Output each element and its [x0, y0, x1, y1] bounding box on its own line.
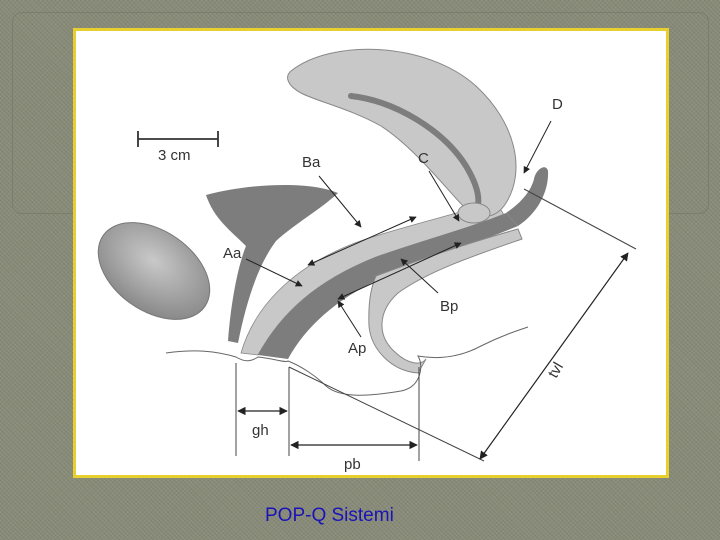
label-Ap: Ap — [348, 340, 366, 357]
label-Ba: Ba — [302, 154, 321, 171]
pointer-D — [523, 120, 552, 174]
pubic-bone — [97, 222, 211, 320]
scale-bar-label: 3 cm — [158, 147, 191, 164]
pop-q-figure: 3 cm gh pb — [73, 28, 669, 478]
perineum-outline — [165, 326, 529, 396]
uterine-cavity — [348, 93, 482, 214]
anatomy-diagram: 3 cm gh pb — [97, 48, 637, 473]
anterior-length-arrow — [307, 216, 417, 266]
label-D: D — [552, 96, 563, 113]
label-C: C — [418, 150, 429, 167]
cervix — [457, 202, 491, 224]
pointer-Aa — [245, 258, 303, 287]
label-gh: gh — [252, 422, 269, 439]
label-pb: pb — [344, 456, 361, 473]
pointer-C — [428, 170, 460, 222]
pointer-Ap — [337, 300, 362, 338]
pb-measure: pb — [290, 367, 420, 473]
pointer-Ba — [318, 175, 362, 228]
tvl-measure: tvl — [288, 188, 637, 462]
scale-bar: 3 cm — [137, 131, 219, 164]
bladder — [206, 184, 338, 343]
posterior-length-arrow — [337, 242, 462, 300]
posterior-fornix — [506, 167, 549, 226]
pointer-Bp — [400, 258, 439, 294]
gh-measure: gh — [235, 363, 290, 456]
label-Bp: Bp — [440, 298, 458, 315]
figure-caption: POP-Q Sistemi — [265, 505, 394, 526]
label-Aa: Aa — [223, 245, 242, 262]
label-tvl: tvl — [545, 360, 567, 381]
